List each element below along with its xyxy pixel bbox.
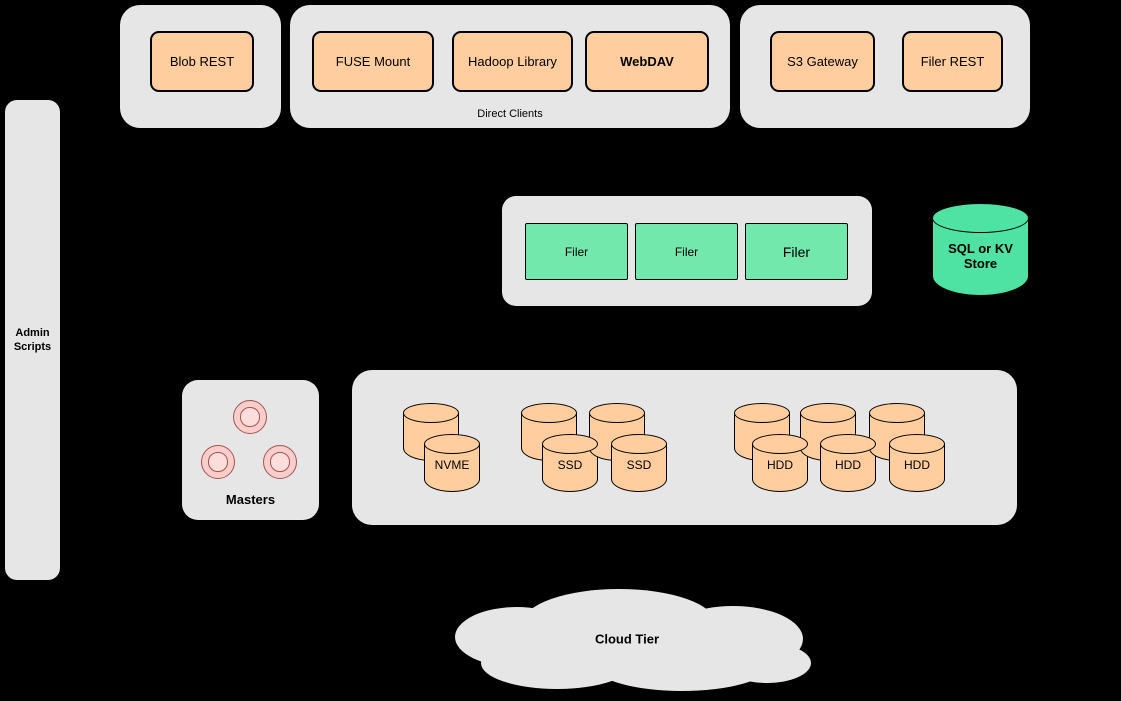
cylinder-top xyxy=(932,203,1029,233)
filer-node-3-label: Filer xyxy=(782,243,811,260)
s3-gateway-label: S3 Gateway xyxy=(787,53,858,69)
filer-cluster-group: Filer Filer Filer xyxy=(502,196,872,306)
cylinder-top xyxy=(542,434,598,454)
blob-rest-node: Blob REST xyxy=(150,31,254,92)
filer-rest-node: Filer REST xyxy=(902,31,1003,92)
admin-scripts-bar: Admin Scripts xyxy=(5,100,60,580)
nvme-label: NVME xyxy=(434,458,470,473)
metadata-store-cylinder: SQL or KV Store xyxy=(932,203,1029,296)
hadoop-library-node: Hadoop Library xyxy=(452,31,573,92)
admin-scripts-label: Admin Scripts xyxy=(13,326,52,353)
masters-group: Masters xyxy=(182,380,319,520)
master-node-1-core xyxy=(240,407,260,427)
ssd2-label: SSD xyxy=(626,458,652,473)
cloud-icon xyxy=(455,589,811,691)
cylinder-top xyxy=(869,403,925,423)
masters-caption: Masters xyxy=(225,492,276,507)
hdd3-cylinder: HDD xyxy=(889,434,945,492)
webdav-node: WebDAV xyxy=(585,31,709,92)
filer-node-2-label: Filer xyxy=(674,244,699,259)
filer-node-1: Filer xyxy=(525,223,628,280)
ssd2-cylinder: SSD xyxy=(611,434,667,492)
cylinder-top xyxy=(611,434,667,454)
blob-client-group: Blob REST xyxy=(120,5,281,128)
cylinder-top xyxy=(424,434,480,454)
cylinder-top xyxy=(521,403,577,423)
fuse-mount-label: FUSE Mount xyxy=(335,53,411,69)
cloud-tier-label: Cloud Tier xyxy=(594,631,660,647)
cylinder-top xyxy=(820,434,876,454)
fuse-mount-node: FUSE Mount xyxy=(312,31,434,92)
hdd3-label: HDD xyxy=(904,458,930,473)
cylinder-top xyxy=(734,403,790,423)
volume-servers-group: NVME SSD SSD HDD xyxy=(352,370,1017,525)
cloud-tier-shape: Cloud Tier xyxy=(437,585,817,697)
ssd1-cylinder: SSD xyxy=(542,434,598,492)
hdd1-cylinder: HDD xyxy=(752,434,808,492)
gateway-group: S3 Gateway Filer REST xyxy=(740,5,1030,128)
hdd1-label: HDD xyxy=(767,458,793,473)
cylinder-top xyxy=(889,434,945,454)
cylinder-top xyxy=(403,403,459,423)
metadata-store-label: SQL or KV Store xyxy=(948,241,1013,271)
hdd2-label: HDD xyxy=(835,458,861,473)
hadoop-library-label: Hadoop Library xyxy=(468,53,557,69)
cylinder-top xyxy=(752,434,808,454)
filer-node-1-label: Filer xyxy=(564,244,589,259)
master-node-2 xyxy=(201,445,235,479)
webdav-label: WebDAV xyxy=(620,53,674,69)
master-node-2-core xyxy=(208,452,228,472)
master-node-3 xyxy=(263,445,297,479)
cylinder-top xyxy=(589,403,645,423)
master-node-3-core xyxy=(270,452,290,472)
nvme-cylinder: NVME xyxy=(424,434,480,492)
cylinder-body xyxy=(611,444,667,492)
direct-clients-group: FUSE Mount Hadoop Library WebDAV Direct … xyxy=(290,5,730,128)
direct-clients-caption: Direct Clients xyxy=(477,108,543,120)
filer-node-3: Filer xyxy=(745,223,848,280)
master-node-1 xyxy=(233,400,267,434)
blob-rest-label: Blob REST xyxy=(169,53,235,69)
s3-gateway-node: S3 Gateway xyxy=(770,31,875,92)
filer-node-2: Filer xyxy=(635,223,738,280)
hdd2-cylinder: HDD xyxy=(820,434,876,492)
cylinder-top xyxy=(800,403,856,423)
filer-rest-label: Filer REST xyxy=(920,53,985,69)
ssd1-label: SSD xyxy=(557,458,583,473)
